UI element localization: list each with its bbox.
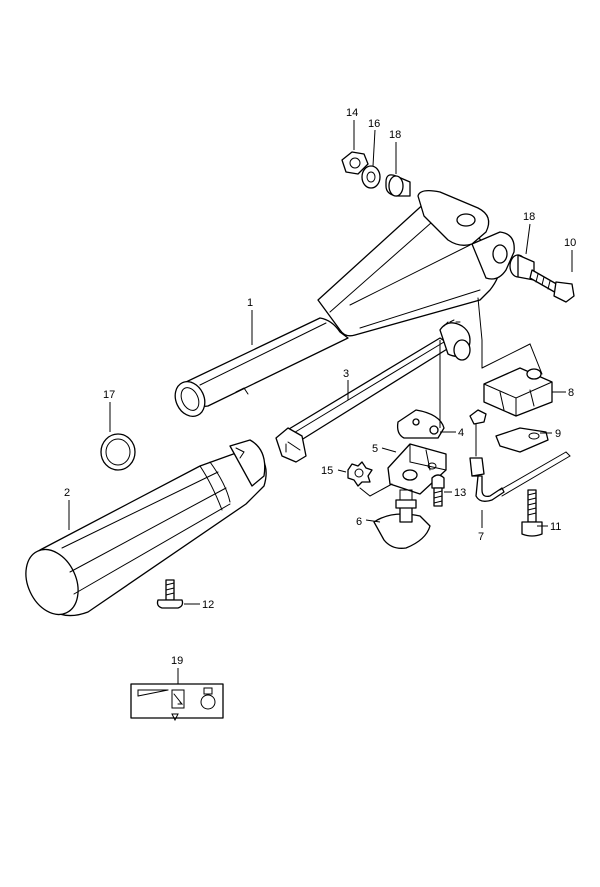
callout-19: 19 (171, 655, 183, 667)
callout-16: 16 (368, 118, 380, 130)
throttle-grip[interactable] (16, 439, 267, 623)
o-ring[interactable] (100, 433, 136, 471)
callout-9: 9 (555, 428, 561, 440)
friction-plate[interactable] (396, 409, 445, 439)
callout-8: 8 (568, 387, 574, 399)
switch-holder[interactable] (481, 343, 553, 417)
callout-labels: 1 2 3 4 5 6 7 8 9 10 11 12 13 14 15 16 1… (64, 107, 576, 667)
callout-4: 4 (458, 427, 464, 439)
throttle-shaft[interactable] (275, 319, 471, 463)
leader-lines (68, 120, 573, 684)
callout-18-right: 18 (523, 211, 535, 223)
nut[interactable] (341, 151, 369, 175)
callout-14: 14 (346, 107, 358, 119)
grip-screw[interactable] (156, 579, 184, 609)
star-washer[interactable] (347, 461, 373, 487)
callout-5: 5 (372, 443, 378, 455)
callout-13: 13 (454, 487, 466, 499)
clip-bolt[interactable] (521, 489, 543, 537)
callout-11: 11 (550, 521, 561, 533)
bracket-screw[interactable] (431, 474, 445, 507)
callout-17: 17 (103, 389, 115, 401)
callout-15: 15 (321, 465, 333, 477)
stop-switch-lanyard-cord[interactable] (469, 409, 571, 502)
callout-2: 2 (64, 487, 70, 499)
clip-plate[interactable] (495, 427, 549, 453)
callout-12: 12 (202, 599, 214, 611)
callout-18-top: 18 (389, 129, 401, 141)
callout-3: 3 (343, 368, 349, 380)
callout-7: 7 (478, 531, 484, 543)
bushing-right[interactable] (509, 254, 535, 281)
decal-label[interactable] (130, 683, 224, 722)
pivot-bolt[interactable] (529, 269, 575, 303)
callout-6: 6 (356, 516, 362, 528)
friction-knob[interactable] (373, 489, 431, 549)
callout-1: 1 (247, 297, 253, 309)
bushing-left[interactable] (385, 174, 411, 197)
tiller-handle-arm[interactable] (170, 190, 515, 422)
washer[interactable] (361, 165, 381, 189)
bracket-outline (359, 483, 393, 497)
callout-10: 10 (564, 237, 576, 249)
